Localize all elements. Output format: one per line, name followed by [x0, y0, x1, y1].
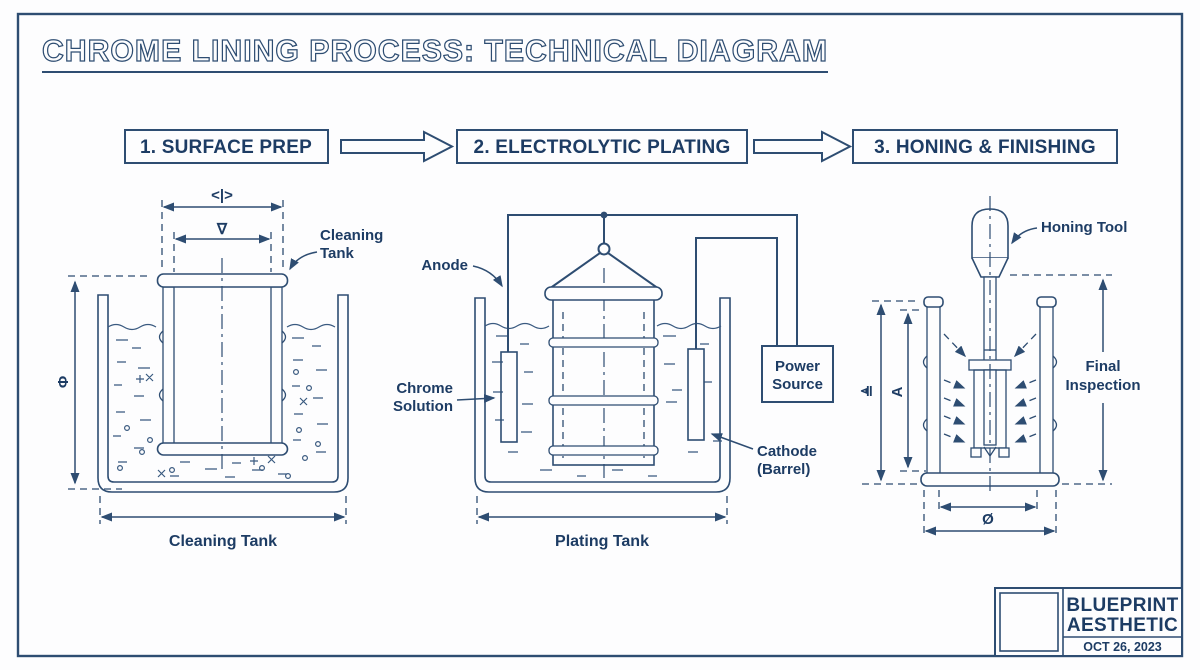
- height-dimension: Φ: [55, 275, 150, 490]
- title-block: BLUEPRINT AESTHETIC OCT 26, 2023: [994, 587, 1183, 657]
- brand-line-2: AESTHETIC: [1067, 615, 1178, 636]
- height-symbol: A: [889, 386, 906, 397]
- title-block-frame: [994, 587, 1183, 657]
- bore-diameter-symbol: Ø: [982, 511, 994, 528]
- bubble-particles: [116, 369, 322, 480]
- anode-label: Anode: [421, 257, 468, 274]
- surface-prep-diagram: <|> ∇ Φ Cleaning Tank Cleaning Tank: [55, 187, 383, 550]
- surface-finish-symbol: ∇: [216, 221, 228, 238]
- cleaning-tank-walls: [97, 294, 349, 493]
- callout-leader: [289, 251, 318, 271]
- brand-line-1: BLUEPRINT: [1066, 595, 1178, 616]
- page-border: [16, 12, 1184, 658]
- part-cylinder: [156, 258, 289, 470]
- barrel-hanger: [548, 215, 660, 290]
- tool-label: Honing Tool: [1041, 219, 1127, 236]
- honing-tool-callout: Honing Tool: [1011, 219, 1127, 245]
- top-dimensions: <|> ∇: [161, 187, 284, 272]
- step-arrow-icon-1: [340, 130, 455, 163]
- plating-tank-walls: [474, 297, 731, 493]
- wall-bumps: [158, 330, 287, 402]
- step-label-1: 1. SURFACE PREP: [140, 137, 312, 158]
- anode-leader: [472, 265, 503, 288]
- foot-right: [998, 447, 1010, 458]
- rim-right: [1036, 296, 1057, 308]
- cylinder-wall-right: [1039, 301, 1054, 475]
- diameter-dimensions: Ø: [923, 490, 1057, 536]
- honing-pattern-arrows: [943, 333, 1037, 443]
- barrel-hoop-1: [548, 337, 659, 348]
- step-box-2: [456, 129, 748, 164]
- page-title: CHROME LINING PROCESS: TECHNICAL DIAGRAM: [42, 33, 828, 68]
- final-inspection-dimension: Final Inspection: [1010, 274, 1141, 485]
- date-stamp: OCT 26, 2023: [1083, 640, 1162, 654]
- power-source: Power Source: [761, 345, 834, 403]
- plating-diagram: Power Source Anode Chrome Solution Catho…: [393, 211, 834, 550]
- hatched-square-icon: [999, 592, 1059, 652]
- cathode-bar: [687, 348, 705, 441]
- anode-bar: [500, 351, 518, 443]
- barrel-hoop-3: [548, 445, 659, 456]
- inspection-label-2: Inspection: [1065, 377, 1140, 394]
- step-label-2: 2. ELECTROLYTIC PLATING: [474, 137, 731, 158]
- tank-bottom-label: Cleaning Tank: [169, 533, 277, 550]
- solution-dashes: [113, 337, 328, 478]
- tank-width-dimension: Plating Tank: [476, 496, 728, 550]
- barrel-hoop-2: [548, 395, 659, 406]
- anode-callout: Anode: [421, 257, 503, 288]
- step-arrow-icon-2: [753, 130, 853, 163]
- barrel-inner-dashed: [562, 312, 645, 458]
- solution-label-2: Solution: [393, 398, 453, 415]
- drawing-title: CHROME LINING PROCESS: TECHNICAL DIAGRAM: [41, 32, 828, 73]
- power-label-1: Power: [775, 358, 820, 375]
- cathode-leader: [710, 433, 754, 450]
- tank-bottom-label: Plating Tank: [555, 533, 649, 550]
- callout-line-1: Cleaning: [320, 227, 383, 244]
- callout-line-2: Tank: [320, 245, 355, 262]
- tool-leader: [1011, 227, 1038, 245]
- cathode-label-1: Cathode: [757, 443, 817, 460]
- plating-barrel: [544, 268, 663, 478]
- step-label-3: 3. HONING & FINISHING: [874, 137, 1096, 158]
- honing-diagram: ≜ A Final Inspection Honing Tool Ø: [860, 196, 1141, 536]
- chrome-solution-callout: Chrome Solution: [393, 380, 496, 415]
- tank-width-dimension: Cleaning Tank: [99, 496, 347, 550]
- cathode-wire: [695, 237, 778, 349]
- water-level-line: [107, 323, 336, 331]
- water-level-line: [484, 322, 722, 330]
- cathode-label-2: (Barrel): [757, 461, 810, 478]
- solution-leader: [456, 394, 496, 404]
- width-symbol: <|>: [211, 187, 233, 204]
- step-box-3: [852, 129, 1118, 164]
- foot-left: [970, 447, 982, 458]
- left-dimensions: ≜ A: [860, 300, 926, 485]
- barrel-lid: [544, 286, 663, 301]
- diameter-symbol: Φ: [55, 376, 72, 388]
- power-label-2: Source: [772, 376, 823, 393]
- step-box-1: [124, 129, 329, 164]
- cylinder-wall-left: [162, 286, 175, 445]
- solution-dashes: [492, 335, 722, 477]
- wall-bumps: [922, 355, 1058, 432]
- datum-symbol: ≜: [860, 385, 878, 398]
- process-steps: 1. SURFACE PREP 2. ELECTROLYTIC PLATING …: [124, 129, 1118, 164]
- power-source-box: [761, 345, 834, 403]
- cleaning-tank-callout: Cleaning Tank: [289, 227, 383, 271]
- cylinder-wall-right: [270, 286, 283, 445]
- inspection-label-1: Final: [1085, 358, 1120, 375]
- solution-label-1: Chrome: [396, 380, 453, 397]
- anode-wire: [507, 214, 798, 352]
- cylinder-wall-left: [926, 301, 941, 475]
- honing-tool: [968, 196, 1012, 492]
- cathode-callout: Cathode (Barrel): [710, 433, 817, 478]
- rim-left: [923, 296, 944, 308]
